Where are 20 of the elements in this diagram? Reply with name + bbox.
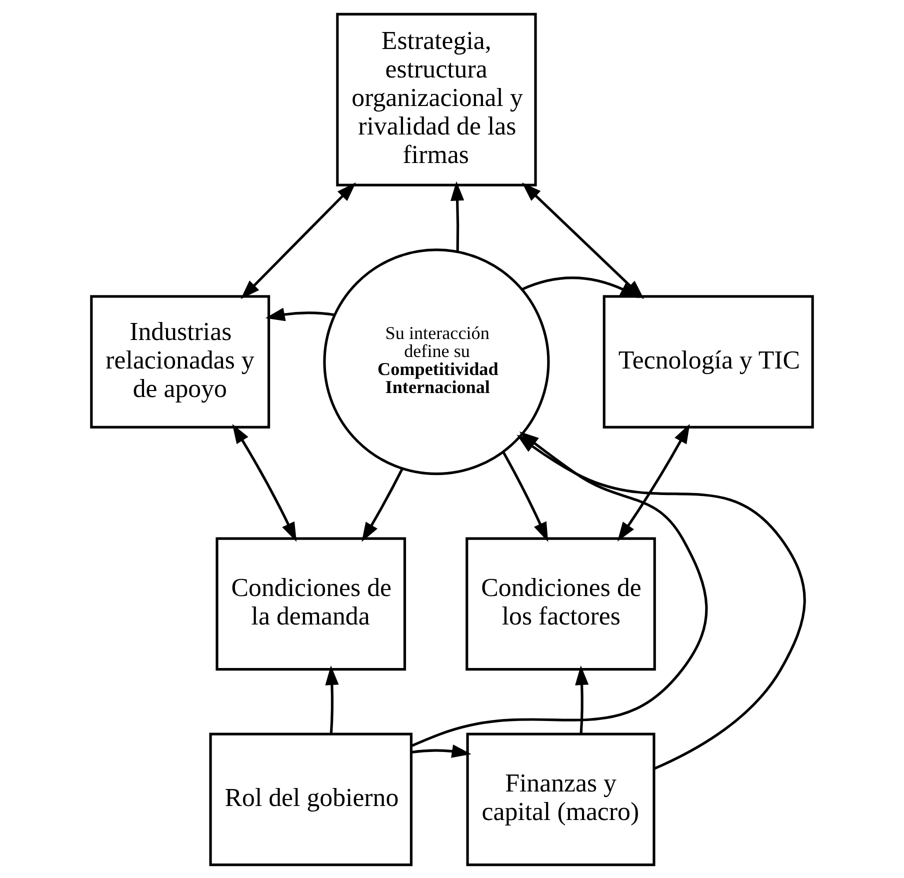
- arrow: [232, 423, 297, 542]
- arrow: [265, 307, 335, 321]
- node-box: Estrategia, estructura organizacional y rivalidad de las firmas: [336, 12, 537, 186]
- arrow: [240, 182, 356, 299]
- node-box: Finanzas y capital (macro): [466, 732, 656, 866]
- arrow: [516, 434, 806, 770]
- arrow: [521, 276, 640, 298]
- arrow: [362, 467, 404, 542]
- node-box: Condiciones de los factores: [466, 536, 656, 670]
- node-box: Industrias relacionadas y de apoyo: [90, 294, 270, 428]
- arrow: [575, 665, 589, 734]
- node-box: Rol del gobierno: [209, 732, 412, 866]
- node-box: Tecnología y TIC: [602, 294, 814, 428]
- arrow: [450, 180, 464, 252]
- arrow: [502, 450, 548, 542]
- arrow: [325, 665, 339, 734]
- arrow: [411, 744, 472, 758]
- node-circle: Su interacción define su Competitividad Internacional: [323, 248, 550, 475]
- node-box: Condiciones de la demanda: [216, 536, 406, 670]
- arrow: [617, 423, 690, 541]
